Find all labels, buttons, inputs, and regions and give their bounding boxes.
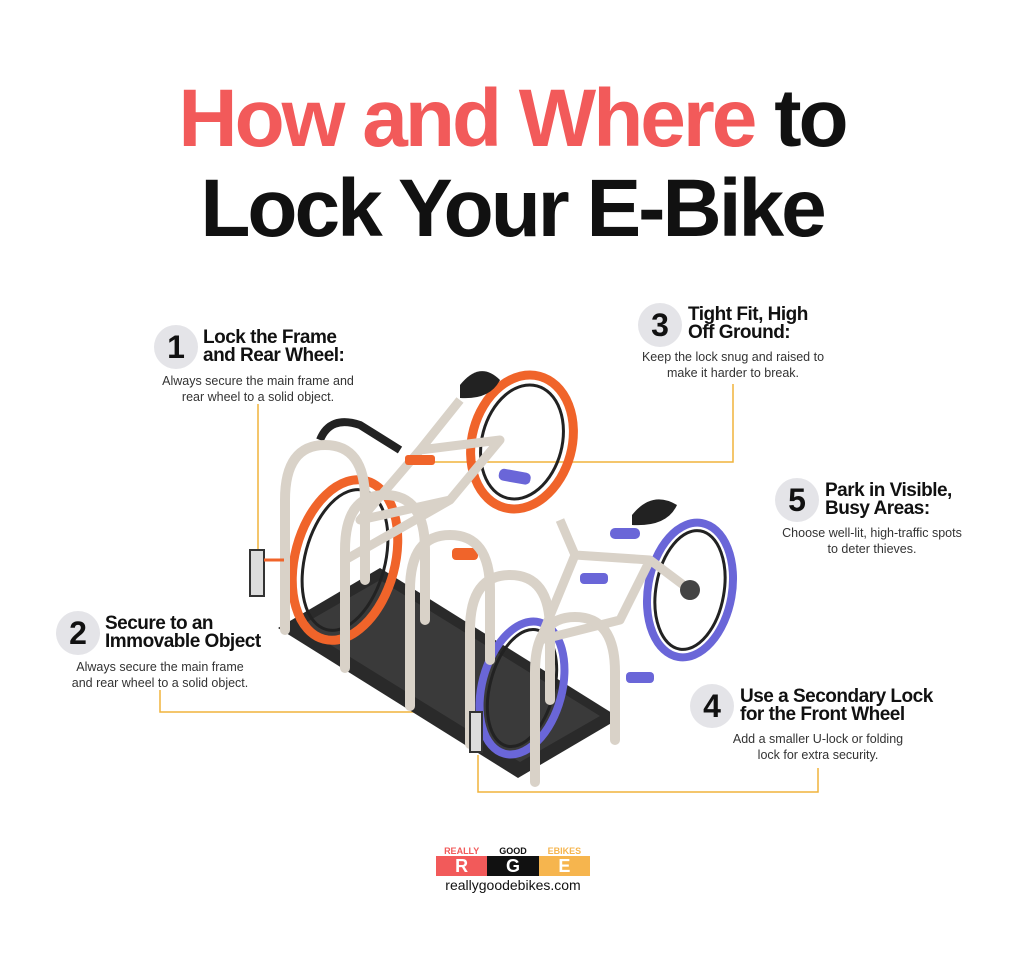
headline-rest: to	[754, 73, 848, 164]
leader-line-3	[408, 384, 734, 463]
headline-line-2: Lock Your E-Bike	[200, 163, 826, 254]
step-number-badge: 1	[154, 325, 198, 369]
rack-arches	[280, 439, 620, 787]
rack-base	[278, 568, 620, 778]
website-url: reallygoodebikes.com	[445, 877, 581, 893]
leader-line-4	[477, 755, 819, 793]
u-lock-icon	[249, 549, 284, 597]
bike-purple	[475, 499, 738, 759]
step-number-badge: 2	[56, 611, 100, 655]
leader-lines	[159, 384, 819, 793]
headline-line-1: How and Where to	[0, 78, 1024, 160]
step-number-badge: 4	[690, 684, 734, 728]
headline-highlight: How and Where	[178, 73, 757, 164]
step-number-badge: 5	[775, 478, 819, 522]
bike-orange	[287, 370, 578, 645]
brand-logo: REALLY GOOD EBIKES R G E reallygoodebike…	[436, 846, 590, 893]
secondary-lock-icon	[469, 711, 483, 753]
step-number-badge: 3	[638, 303, 682, 347]
callout-title: Park in Visible,Busy Areas:	[825, 480, 952, 519]
leader-line-2	[159, 690, 420, 713]
